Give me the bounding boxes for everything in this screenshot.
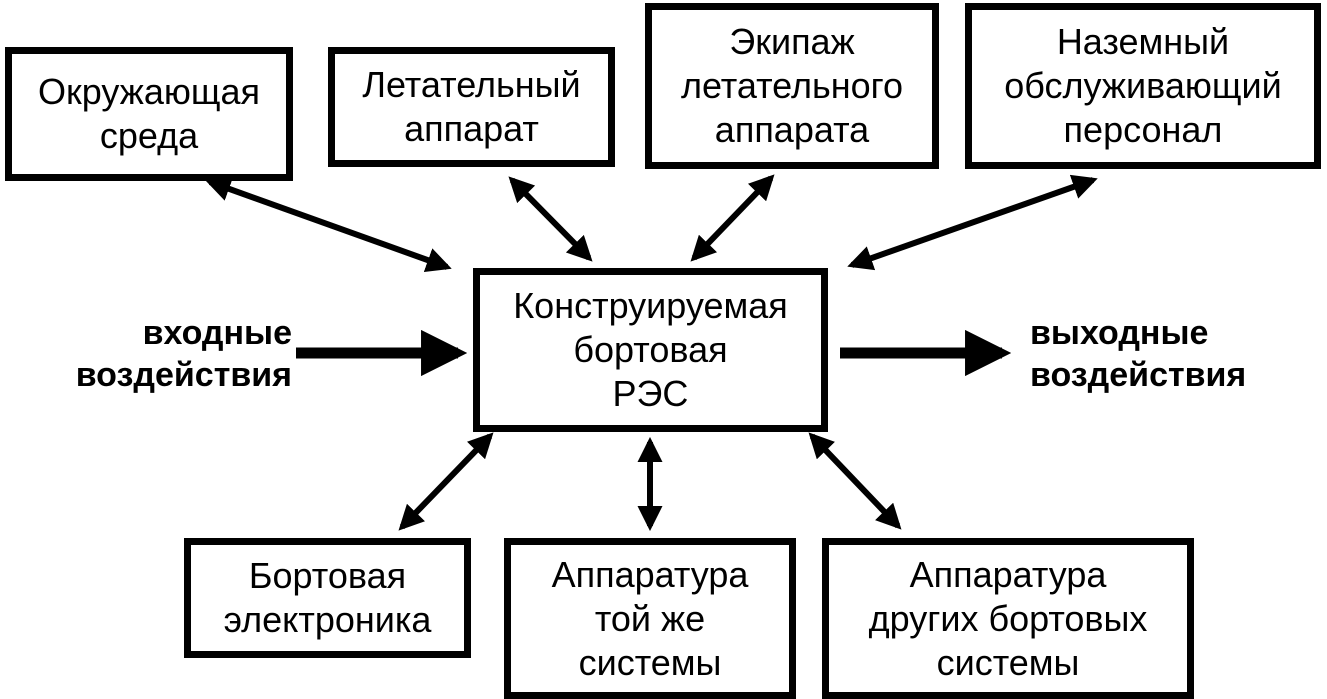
crew-box: Экипаж летательного аппарата <box>645 3 939 169</box>
center-box: Конструируемая бортовая РЭС <box>473 268 828 432</box>
crew-label: Экипаж летательного аппарата <box>680 21 904 150</box>
arrow-center-electronics <box>398 432 494 531</box>
arrow-aircraft-center <box>508 176 593 262</box>
aircraft-label: Летательный аппарат <box>362 64 581 149</box>
other-systems-equipment-label: Аппаратура других бортовых системы <box>868 553 1148 683</box>
ground-staff-box: Наземный обслуживающий персонал <box>965 3 1321 169</box>
same-system-equipment-label: Аппаратура той же системы <box>551 553 749 683</box>
output-effects-label: выходные воздействия <box>1030 314 1247 394</box>
other-systems-equipment-box: Аппаратура других бортовых системы <box>822 538 1194 699</box>
arrow-center-other-systems <box>808 432 902 530</box>
arrow-environment-center <box>205 176 452 273</box>
environment-box: Окружающая среда <box>5 47 293 181</box>
same-system-equipment-box: Аппаратура той же системы <box>504 538 796 699</box>
arrow-crew-center <box>690 174 775 262</box>
input-effects-label: входные воздействия <box>75 314 292 394</box>
aircraft-box: Летательный аппарат <box>328 47 615 167</box>
onboard-electronics-label: Бортовая электроника <box>223 555 432 640</box>
environment-label: Окружающая среда <box>37 71 260 156</box>
center-label: Конструируемая бортовая РЭС <box>513 285 788 414</box>
onboard-electronics-box: Бортовая электроника <box>184 538 471 658</box>
arrow-ground-center <box>847 174 1098 271</box>
ground-staff-label: Наземный обслуживающий персонал <box>1004 21 1282 150</box>
